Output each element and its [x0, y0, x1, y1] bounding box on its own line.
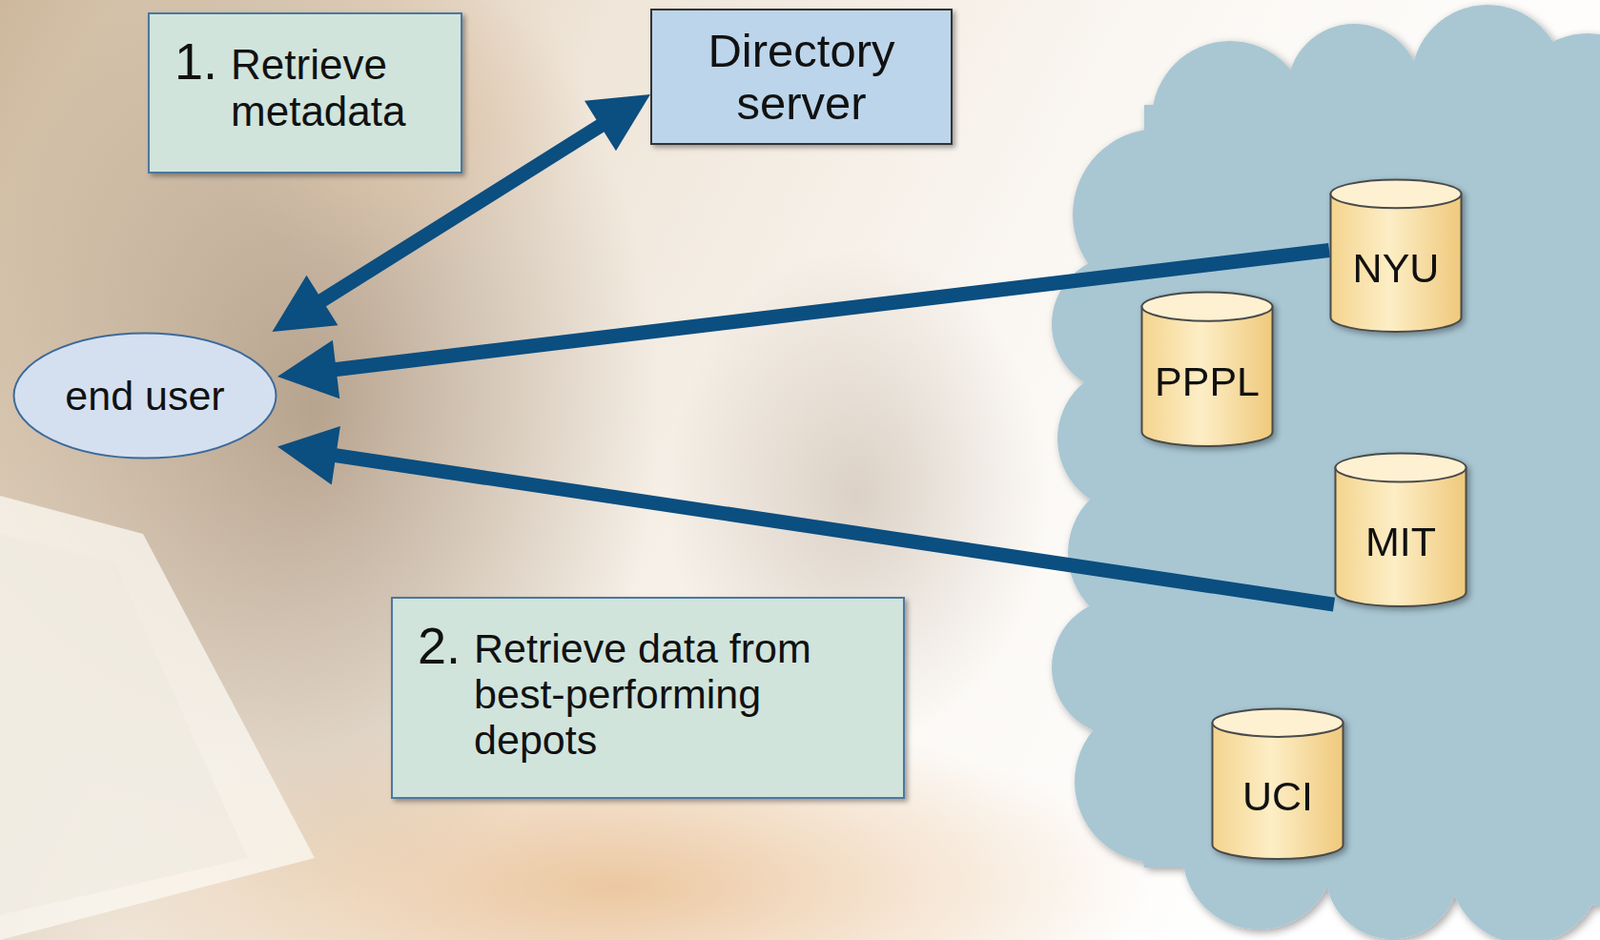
arrowhead: [277, 426, 341, 485]
callout-number: 2.: [417, 621, 461, 671]
depot-cylinder: NYU: [1329, 178, 1463, 335]
node-label: NYU: [1353, 245, 1440, 291]
data-arrow: [277, 426, 1334, 605]
step-callout-box: 1.Retrieve metadata: [147, 12, 463, 174]
node-label: Directory server: [682, 24, 922, 130]
callout-number: 1.: [174, 37, 218, 86]
depot-cylinder: MIT: [1333, 451, 1468, 610]
arrowhead: [584, 94, 651, 151]
user-ellipse: end user: [12, 331, 278, 460]
node-label: UCI: [1242, 773, 1313, 820]
step-callout-box: 2.Retrieve data from best-performing dep…: [390, 596, 905, 800]
node-label: end user: [64, 372, 225, 419]
node-label: Retrieve metadata: [230, 41, 422, 136]
arrowhead: [277, 340, 340, 400]
arrowhead: [271, 275, 338, 332]
depot-cylinder: UCI: [1210, 707, 1345, 862]
node-label: PPPL: [1154, 358, 1260, 405]
server-box: Directory server: [650, 8, 953, 145]
arrow-shaft: [331, 454, 1334, 605]
node-label: Retrieve data from best-performing depot…: [473, 625, 865, 763]
depot-cylinder: PPPL: [1140, 290, 1274, 450]
node-label: MIT: [1365, 518, 1436, 565]
